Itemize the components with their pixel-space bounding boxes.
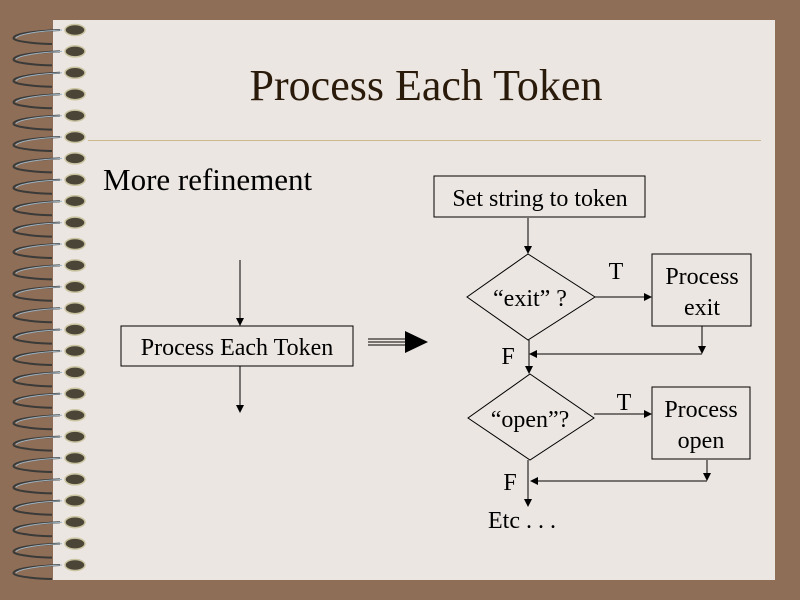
process-open-label-line2: open: [678, 428, 725, 454]
spiral-ring: [12, 87, 86, 110]
spiral-ring: [12, 323, 86, 345]
spiral-ring: [12, 408, 86, 431]
spiral-ring: [12, 130, 86, 152]
spiral-ring: [12, 280, 86, 302]
spiral-ring: [12, 494, 86, 516]
spiral-ring: [12, 109, 86, 131]
spiral-ring: [12, 537, 86, 559]
spiral-ring: [12, 66, 86, 88]
left-process-label: Process Each Token: [141, 335, 334, 361]
spiral-ring: [12, 23, 86, 45]
spiral-ring: [12, 259, 86, 281]
spiral-ring: [12, 45, 86, 67]
process-open-box: [651, 386, 751, 460]
spiral-ring: [12, 366, 86, 388]
spiral-ring: [12, 387, 86, 409]
exit-false-label: F: [501, 344, 514, 370]
process-exit-label-line2: exit: [684, 295, 720, 321]
double-arrow-right-icon: [368, 331, 428, 353]
spiral-binding: [12, 23, 86, 580]
set-string-box: [433, 175, 646, 218]
spiral-ring: [12, 451, 86, 473]
exit-decision-label: “exit” ?: [493, 286, 567, 312]
spiral-ring: [12, 301, 86, 324]
exit-decision-diamond: [466, 253, 596, 341]
title-divider: [88, 140, 761, 141]
spiral-ring: [12, 473, 86, 495]
set-string-label: Set string to token: [452, 186, 627, 212]
spiral-ring: [12, 216, 86, 238]
spiral-ring: [12, 173, 86, 195]
slide-subtitle: More refinement: [103, 162, 313, 197]
spiral-ring: [12, 344, 86, 366]
open-true-label: T: [617, 390, 632, 416]
exit-true-label: T: [609, 259, 624, 285]
process-exit-label-line1: Process: [665, 264, 738, 290]
open-decision-label: “open”?: [491, 407, 570, 433]
slide-title: Process Each Token: [249, 61, 603, 110]
open-false-label: F: [503, 470, 516, 496]
spiral-ring: [12, 194, 86, 217]
spiral-ring: [12, 430, 86, 452]
open-decision-diamond: [467, 373, 595, 461]
continuation-label: Etc . . .: [488, 508, 556, 534]
left-process-box: [120, 325, 354, 367]
spiral-ring: [12, 515, 86, 538]
spiral-ring: [12, 558, 86, 580]
process-open-label-line1: Process: [664, 397, 737, 423]
spiral-ring: [12, 152, 86, 174]
slide-page: [53, 20, 775, 580]
spiral-ring: [12, 237, 86, 259]
